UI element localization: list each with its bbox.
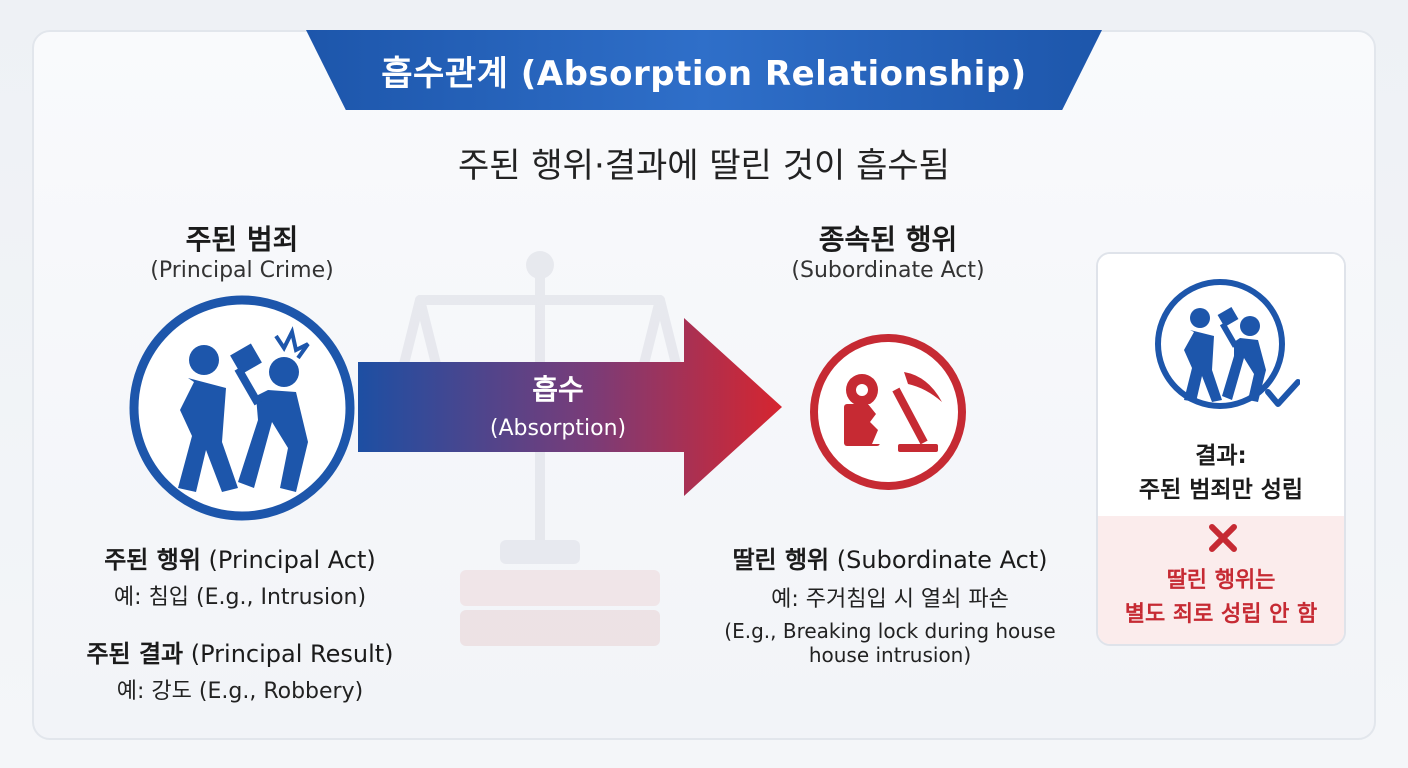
principal-heading-en: (Principal Crime) xyxy=(150,258,334,283)
subordinate-example-en-2: house intrusion) xyxy=(808,643,972,667)
broken-key-pickaxe-icon xyxy=(810,334,966,490)
subordinate-act-label-en: (Subordinate Act) xyxy=(836,546,1048,574)
result-box: 결과: 주된 범죄만 성립 딸린 행위는 별도 죄로 성립 안 함 xyxy=(1096,252,1346,646)
result-title-1: 결과: xyxy=(1195,443,1247,469)
subordinate-example-ko: 예: 주거침입 시 열쇠 파손 xyxy=(771,587,1009,612)
principal-act-label: 주된 행위 xyxy=(104,546,201,574)
absorption-arrow xyxy=(358,318,782,496)
fighting-people-check-icon xyxy=(1155,279,1300,409)
title-banner: 흡수관계 (Absorption Relationship) xyxy=(306,30,1102,110)
subordinate-heading: 종속된 행위 xyxy=(818,223,958,256)
principal-result-example: 예: 강도 (E.g., Robbery) xyxy=(116,679,364,704)
subordinate-heading-en: (Subordinate Act) xyxy=(791,258,985,283)
subordinate-act-block: 딸린 행위 (Subordinate Act) 예: 주거침입 시 열쇠 파손 … xyxy=(690,540,1090,667)
principal-heading: 주된 범죄 xyxy=(185,223,299,256)
result-negation-2: 별도 죄로 성립 안 함 xyxy=(1124,602,1318,627)
x-mark-icon xyxy=(1209,524,1237,552)
subordinate-example-en-1: (E.g., Breaking lock during house xyxy=(724,619,1056,643)
principal-result-block: 주된 결과 (Principal Result) 예: 강도 (E.g., Ro… xyxy=(40,634,440,705)
principal-result-label-en: (Principal Result) xyxy=(190,640,394,668)
arrow-label: 흡수 xyxy=(532,373,584,406)
subordinate-act-label: 딸린 행위 xyxy=(732,546,830,574)
principal-act-label-en: (Principal Act) xyxy=(208,546,376,574)
result-negation-1: 딸린 행위는 xyxy=(1166,568,1276,593)
principal-result-label: 주된 결과 xyxy=(86,640,184,668)
result-title-2: 주된 범죄만 성립 xyxy=(1138,477,1304,503)
fighting-people-icon xyxy=(129,295,355,521)
principal-act-example: 예: 침입 (E.g., Intrusion) xyxy=(113,585,367,610)
subtitle: 주된 행위·결과에 딸린 것이 흡수됨 xyxy=(458,146,950,186)
principal-act-block: 주된 행위 (Principal Act) 예: 침입 (E.g., Intru… xyxy=(40,540,440,611)
arrow-label-en: (Absorption) xyxy=(489,416,627,441)
